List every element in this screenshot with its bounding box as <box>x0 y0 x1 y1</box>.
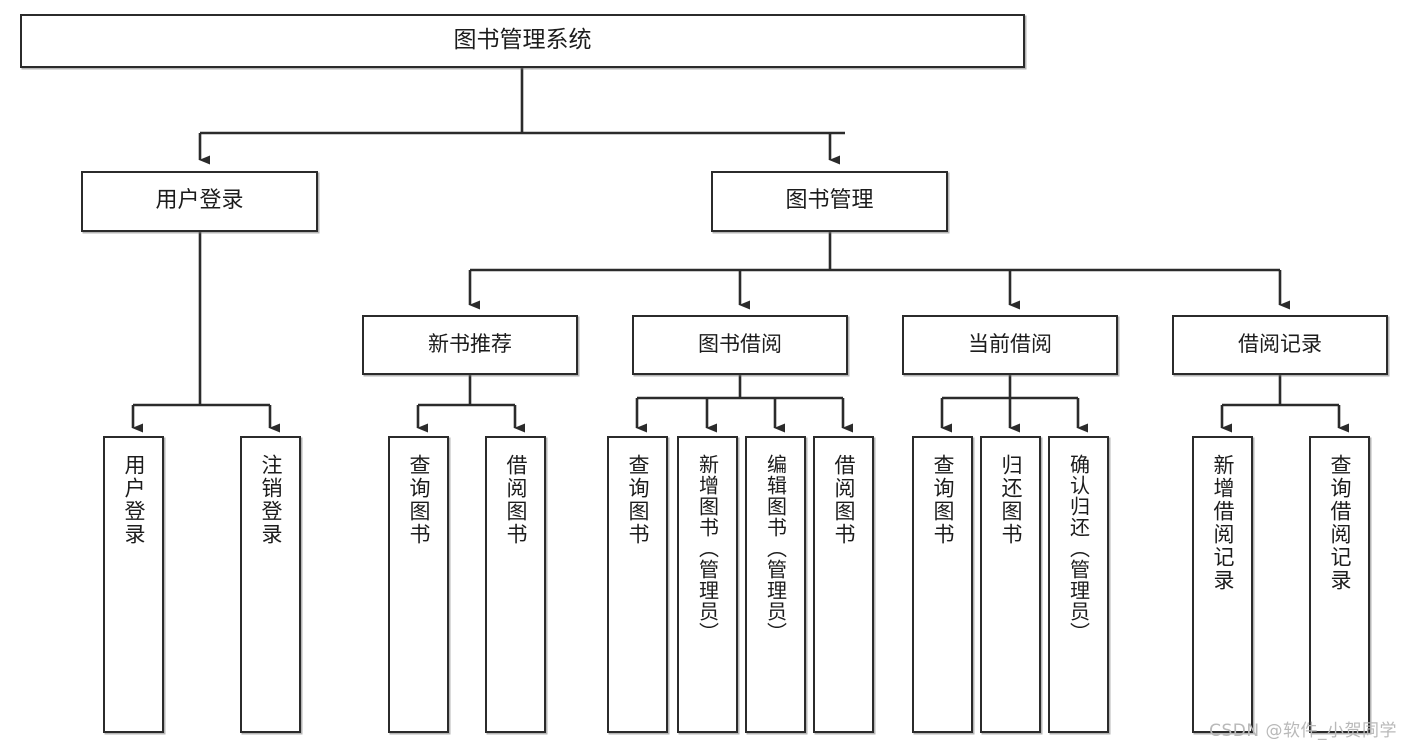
node-label: 确认归还（管理员） <box>1066 454 1091 643</box>
node-label: 借阅图书 <box>832 454 856 546</box>
node-leaf-query-record[interactable]: 查询借阅记录 <box>1309 436 1370 733</box>
node-label: 查询借阅记录 <box>1328 454 1352 592</box>
node-label: 当前借阅 <box>968 332 1052 357</box>
node-label: 新增借阅记录 <box>1211 454 1235 592</box>
node-leaf-query-book-1[interactable]: 查询图书 <box>388 436 449 733</box>
node-label: 借阅记录 <box>1238 332 1322 357</box>
node-book-management[interactable]: 图书管理 <box>711 171 948 232</box>
node-label: 借阅图书 <box>504 454 528 546</box>
node-label: 查询图书 <box>931 454 955 546</box>
node-leaf-add-book[interactable]: 新增图书（管理员） <box>677 436 738 733</box>
node-label: 用户登录 <box>155 188 244 214</box>
node-label: 编辑图书（管理员） <box>763 454 788 643</box>
node-leaf-borrow-book-2[interactable]: 借阅图书 <box>813 436 874 733</box>
node-label: 查询图书 <box>407 454 431 546</box>
node-label: 注销登录 <box>259 454 283 546</box>
node-leaf-query-book-2[interactable]: 查询图书 <box>607 436 668 733</box>
node-leaf-user-login[interactable]: 用户登录 <box>103 436 164 733</box>
node-label: 图书管理系统 <box>453 27 592 54</box>
node-leaf-add-record[interactable]: 新增借阅记录 <box>1192 436 1253 733</box>
node-current-borrow[interactable]: 当前借阅 <box>902 315 1118 375</box>
node-leaf-logout-login[interactable]: 注销登录 <box>240 436 301 733</box>
node-leaf-confirm-return[interactable]: 确认归还（管理员） <box>1048 436 1109 733</box>
node-leaf-edit-book[interactable]: 编辑图书（管理员） <box>745 436 806 733</box>
node-borrow-record[interactable]: 借阅记录 <box>1172 315 1388 375</box>
node-root-system[interactable]: 图书管理系统 <box>20 14 1025 68</box>
node-leaf-borrow-book-1[interactable]: 借阅图书 <box>485 436 546 733</box>
node-leaf-return-book[interactable]: 归还图书 <box>980 436 1041 733</box>
node-leaf-query-book-3[interactable]: 查询图书 <box>912 436 973 733</box>
node-label: 新书推荐 <box>428 332 512 357</box>
node-label: 新增图书（管理员） <box>695 454 720 643</box>
node-user-login[interactable]: 用户登录 <box>81 171 318 232</box>
node-new-book-recommend[interactable]: 新书推荐 <box>362 315 578 375</box>
node-book-borrow[interactable]: 图书借阅 <box>632 315 848 375</box>
node-label: 图书借阅 <box>698 332 782 357</box>
node-label: 查询图书 <box>626 454 650 546</box>
csdn-watermark: CSDN @软件_小贺同学 <box>1209 721 1397 741</box>
node-label: 归还图书 <box>999 454 1023 546</box>
node-label: 用户登录 <box>122 454 146 546</box>
node-label: 图书管理 <box>785 188 874 214</box>
